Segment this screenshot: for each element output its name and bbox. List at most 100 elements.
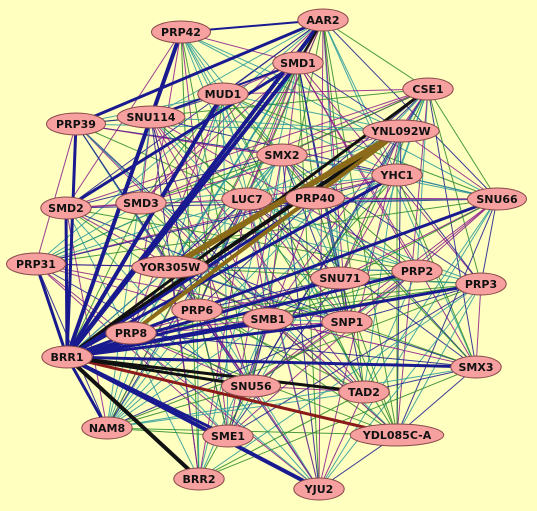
edge-MUD1-CSE1 [222, 88, 429, 95]
edge-AAR2-SMD2 [65, 19, 324, 209]
node-ellipse [6, 252, 66, 276]
node-label: SNP1 [331, 316, 364, 329]
edge-YOR305W-PRP2 [169, 266, 418, 272]
edge-CSE1-SNU66 [427, 88, 498, 200]
node-ellipse [450, 355, 502, 379]
edge-SMX2-SNP1 [281, 154, 348, 323]
edge-SNU66-YDL085C-A [396, 198, 498, 436]
node-prp3[interactable]: PRP3 [455, 272, 507, 296]
node-label: BRR1 [51, 351, 84, 364]
node-smx3[interactable]: SMX3 [450, 355, 502, 379]
node-yju2[interactable]: YJU2 [293, 477, 345, 501]
node-prp40[interactable]: PRP40 [285, 186, 345, 210]
node-smd3[interactable]: SMD3 [115, 191, 167, 215]
node-ellipse [197, 82, 249, 106]
node-snu56[interactable]: SNU56 [221, 374, 281, 398]
node-label: BRR2 [183, 473, 216, 486]
node-smd1[interactable]: SMD1 [272, 51, 324, 75]
edge-TAD2-YJU2 [318, 391, 365, 490]
node-label: SMX2 [264, 149, 299, 162]
node-ellipse [171, 298, 223, 322]
node-label: YNL092W [370, 125, 430, 138]
edge-SNU66-PRP3 [480, 198, 498, 285]
edge-strong-BRR1-SMD2 [64, 207, 69, 358]
edge-SNU66-TAD2 [363, 198, 498, 393]
edge-SMD3-PRP31 [35, 202, 142, 265]
edge-PRP42-SNU66 [180, 31, 498, 200]
node-luc7[interactable]: LUC7 [221, 187, 273, 211]
node-nam8[interactable]: NAM8 [81, 416, 133, 440]
node-ellipse [362, 119, 440, 143]
node-snu114[interactable]: SNU114 [116, 105, 186, 129]
edge-AAR2-SNU71 [322, 19, 341, 279]
node-brr2[interactable]: BRR2 [173, 467, 225, 491]
edge-strong-BRR1-YDL085C-A [66, 355, 398, 437]
edge-SNU56-NAM8 [106, 385, 252, 429]
edge-SMD3-BRR1 [66, 202, 142, 358]
edge-YHC1-SNU71 [339, 174, 398, 279]
node-smb1[interactable]: SMB1 [242, 307, 294, 331]
edge-PRP8-SMX3 [130, 332, 477, 368]
edge-PRP3-SNP1 [346, 283, 482, 323]
node-brr1[interactable]: BRR1 [41, 345, 93, 369]
node-label: SNU114 [126, 111, 175, 124]
node-ellipse [221, 374, 281, 398]
edge-SNU71-SME1 [227, 277, 341, 437]
node-prp2[interactable]: PRP2 [391, 259, 443, 283]
node-label: SME1 [211, 430, 245, 443]
node-ynl092w[interactable]: YNL092W [362, 119, 440, 143]
node-smd2[interactable]: SMD2 [40, 196, 92, 220]
node-prp31[interactable]: PRP31 [6, 252, 66, 276]
node-aar2[interactable]: AAR2 [297, 8, 349, 32]
node-label: YDL085C-A [362, 429, 432, 442]
edge-SMX2-PRP3 [281, 154, 482, 285]
node-snu66[interactable]: SNU66 [467, 187, 527, 211]
node-ellipse [105, 321, 157, 345]
node-mud1[interactable]: MUD1 [197, 82, 249, 106]
node-sme1[interactable]: SME1 [202, 424, 254, 448]
edge-MUD1-YHC1 [222, 93, 398, 176]
edge-PRP3-NAM8 [106, 283, 482, 429]
node-ellipse [293, 477, 345, 501]
node-prp42[interactable]: PRP42 [151, 20, 211, 44]
edge-SMD1-TAD2 [297, 62, 365, 393]
edge-YOR305W-SMX3 [169, 266, 477, 368]
node-label: LUC7 [231, 193, 262, 206]
edge-YHC1-PRP31 [35, 174, 398, 265]
edge-SNU66-PRP40 [314, 197, 498, 200]
edge-strong-BRR1-YNL092W [65, 129, 403, 359]
edge-strong-BRR1-SNU114 [65, 116, 153, 358]
node-ellipse [467, 187, 527, 211]
edge-TAD2-NAM8 [106, 391, 365, 429]
node-yhc1[interactable]: YHC1 [371, 163, 423, 187]
node-label: NAM8 [89, 422, 125, 435]
node-ellipse [202, 424, 254, 448]
edge-SMX3-NAM8 [106, 366, 477, 429]
edge-SMX3-YDL085C-A [396, 366, 477, 436]
edge-SMX2-YOR305W [169, 154, 283, 268]
node-prp39[interactable]: PRP39 [46, 112, 106, 136]
node-ellipse [455, 272, 507, 296]
node-ellipse [41, 345, 93, 369]
edge-SNU114-TAD2 [150, 116, 365, 393]
node-prp6[interactable]: PRP6 [171, 298, 223, 322]
node-ydl085c-a[interactable]: YDL085C-A [349, 423, 445, 447]
node-smx2[interactable]: SMX2 [256, 143, 308, 167]
edge-NAM8-YDL085C-A [106, 427, 398, 436]
node-cse1[interactable]: CSE1 [402, 77, 454, 101]
edge-PRP31-YJU2 [35, 263, 320, 490]
edge-strong-PRP39-AAR2 [75, 18, 324, 126]
node-ellipse [285, 186, 345, 210]
node-tad2[interactable]: TAD2 [338, 380, 390, 404]
edge-PRP31-SNP1 [35, 263, 348, 323]
node-yor305w[interactable]: YOR305W [131, 255, 209, 279]
edge-SMX2-SMD2 [65, 154, 283, 209]
edge-SNP1-YDL085C-A [346, 321, 398, 436]
node-snp1[interactable]: SNP1 [321, 310, 373, 334]
node-prp8[interactable]: PRP8 [105, 321, 157, 345]
node-label: YJU2 [304, 483, 334, 496]
node-snu71[interactable]: SNU71 [310, 266, 370, 290]
node-label: YOR305W [139, 261, 201, 274]
edge-SNU66-YJU2 [318, 198, 498, 490]
